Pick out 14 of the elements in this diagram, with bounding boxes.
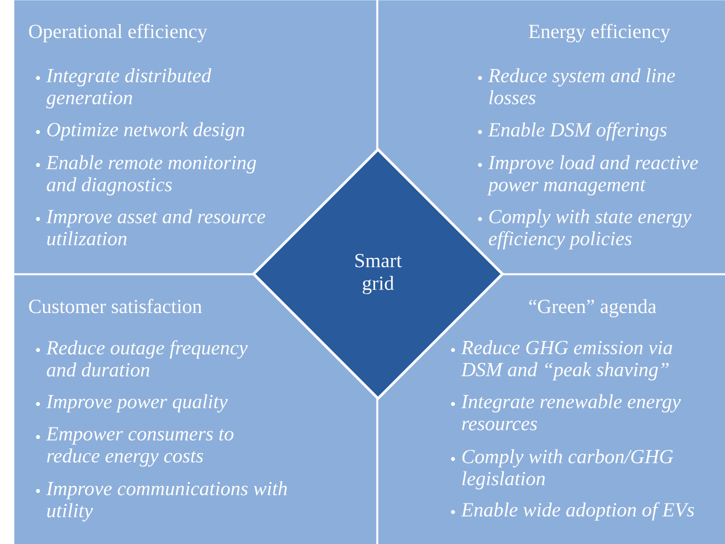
heading: “Green” agenda bbox=[529, 299, 656, 318]
heading: Customer satisfaction bbox=[29, 298, 202, 314]
bullet-item: Enable DSM offerings bbox=[488, 122, 667, 141]
heading: Energy efficiency bbox=[528, 24, 670, 42]
bullet-item: Enable wide adoption of EVs bbox=[461, 502, 694, 521]
bullet-item: Improve communications with utility bbox=[46, 481, 287, 522]
bullet-item: Optimize network design bbox=[47, 122, 244, 140]
bullet-item: Integrate distributed generation bbox=[46, 68, 212, 108]
bullet-item: Empower consumers to reduce energy costs bbox=[46, 427, 234, 467]
bullet-item: Comply with carbon/GHG legislation bbox=[462, 449, 674, 490]
bullet-item: Improve power quality bbox=[46, 394, 228, 412]
heading: Operational efficiency bbox=[29, 24, 208, 42]
bullet-item: Reduce outage frequency and duration bbox=[46, 340, 248, 377]
bullet-item: Reduce system and line losses bbox=[488, 68, 675, 104]
